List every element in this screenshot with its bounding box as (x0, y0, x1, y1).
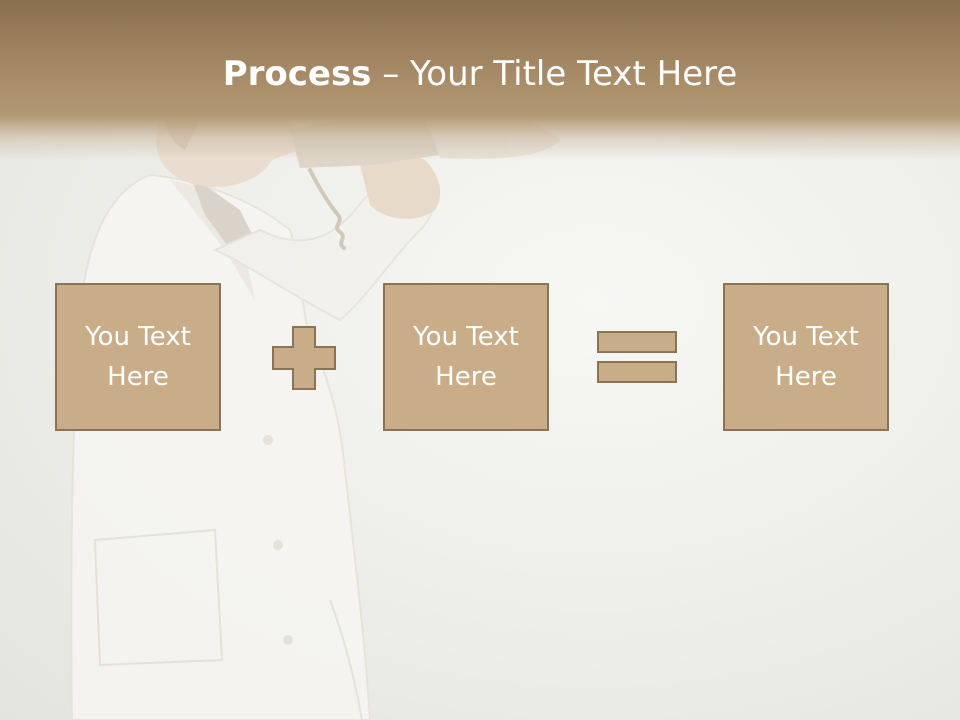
title-band (0, 0, 960, 160)
plus-icon (272, 326, 336, 390)
process-box-3-line2: Here (775, 362, 837, 392)
process-box-1-line2: Here (107, 362, 169, 392)
process-box-3-line1: You Text (753, 322, 859, 352)
slide-title-bold: Process (222, 54, 372, 94)
process-box-2-line2: Here (435, 362, 497, 392)
process-box-2-text: You Text Here (391, 317, 541, 397)
process-box-3-text: You Text Here (731, 317, 881, 397)
equals-icon (597, 331, 677, 383)
process-box-3[interactable]: You Text Here (723, 283, 889, 431)
slide-title: Process – Your Title Text Here (0, 52, 960, 96)
process-box-1[interactable]: You Text Here (55, 283, 221, 431)
process-box-1-line1: You Text (85, 322, 191, 352)
process-box-2[interactable]: You Text Here (383, 283, 549, 431)
process-box-2-line1: You Text (413, 322, 519, 352)
slide-title-rest: – Your Title Text Here (371, 54, 738, 94)
process-box-1-text: You Text Here (63, 317, 213, 397)
